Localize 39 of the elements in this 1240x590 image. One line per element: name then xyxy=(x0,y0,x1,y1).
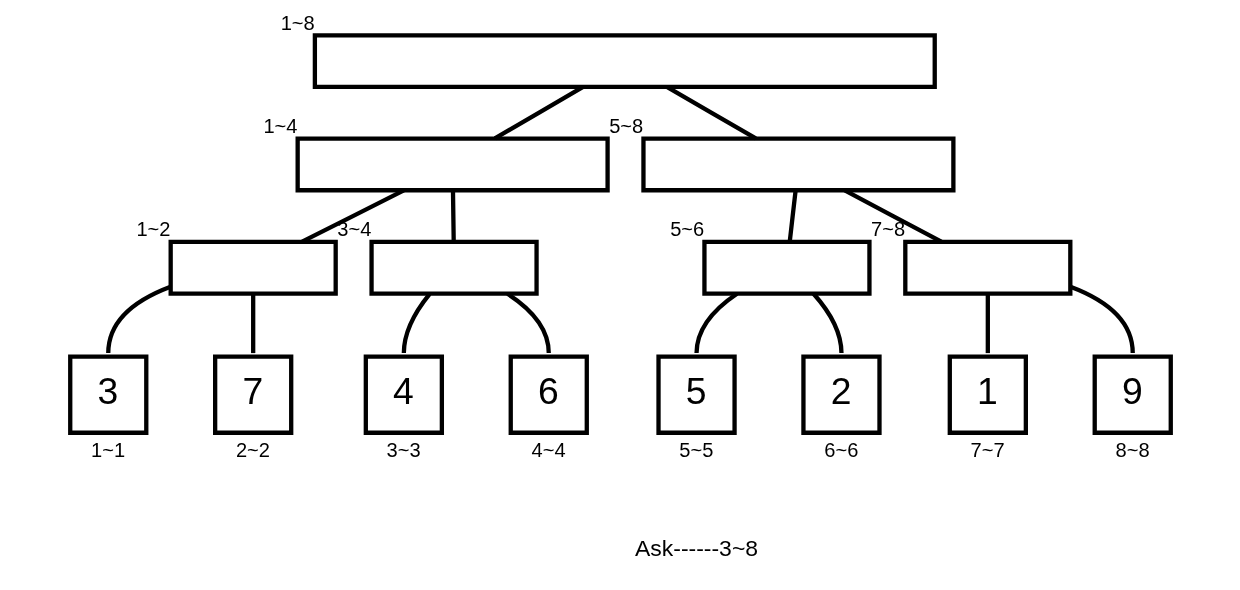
node-box xyxy=(312,33,937,90)
node-box: 3 xyxy=(67,354,148,435)
connector xyxy=(505,292,551,354)
node-label: 1~2 xyxy=(135,218,170,241)
node-box xyxy=(295,136,610,193)
connector xyxy=(985,293,990,354)
node-label: 3~3 xyxy=(386,438,421,461)
connector xyxy=(787,190,798,242)
node-label: 1~8 xyxy=(280,11,315,34)
node-label: 1~4 xyxy=(262,115,297,138)
node-box: 6 xyxy=(508,354,589,435)
node-box xyxy=(701,239,872,296)
node-box: 7 xyxy=(212,354,293,435)
node-box: 9 xyxy=(1092,354,1173,435)
node-box: 1 xyxy=(947,354,1028,435)
node-label: 4~4 xyxy=(531,438,566,461)
node-label: 8~8 xyxy=(1115,438,1150,461)
node-box: 5 xyxy=(655,354,737,435)
node-label: 6~6 xyxy=(823,438,858,461)
node-label: 5~6 xyxy=(669,218,704,241)
node-box xyxy=(368,239,539,296)
label: Ask------3~8 xyxy=(634,534,758,561)
connector xyxy=(250,293,255,354)
node-box xyxy=(902,239,1072,296)
node-label: 5~8 xyxy=(608,115,643,138)
connector xyxy=(401,292,431,354)
node-box: 4 xyxy=(363,354,444,435)
node-label: 7~8 xyxy=(870,218,905,241)
node-box xyxy=(640,136,956,193)
node-label: 2~2 xyxy=(235,438,270,461)
connector xyxy=(105,284,171,354)
node-box: 2 xyxy=(800,354,882,435)
node-label: 7~7 xyxy=(970,438,1005,461)
node-label: 1~1 xyxy=(90,438,125,461)
node-label: 5~5 xyxy=(678,438,713,461)
connector xyxy=(450,190,456,242)
connector xyxy=(1069,284,1135,354)
node-box xyxy=(168,239,338,296)
connector xyxy=(811,292,844,354)
